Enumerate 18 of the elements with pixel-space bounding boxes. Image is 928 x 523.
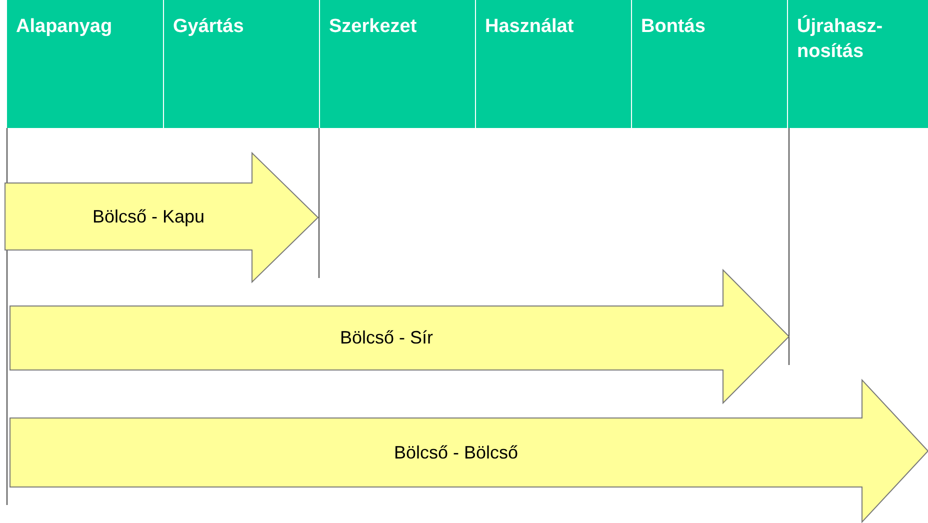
arrow-label: Bölcső - Kapu bbox=[92, 206, 205, 227]
header-cell bbox=[164, 0, 319, 128]
header-cell bbox=[7, 0, 163, 128]
column-header: Szerkezet bbox=[329, 15, 418, 39]
header-cell bbox=[320, 0, 475, 128]
column-header: Használat bbox=[485, 15, 575, 39]
header-cell bbox=[788, 0, 928, 128]
column-header: Alapanyag bbox=[16, 15, 114, 39]
column-header: Bontás bbox=[641, 15, 706, 39]
column-header: Újrahasz-nosítás bbox=[797, 14, 884, 64]
span-band bbox=[5, 153, 318, 282]
header-cell bbox=[632, 0, 787, 128]
column-header: Gyártás bbox=[173, 15, 245, 39]
header-cell bbox=[476, 0, 631, 128]
arrow-label: Bölcső - Bölcső bbox=[394, 442, 518, 463]
span-band bbox=[10, 380, 928, 522]
span-band bbox=[10, 270, 789, 403]
arrow-label: Bölcső - Sír bbox=[340, 328, 434, 348]
